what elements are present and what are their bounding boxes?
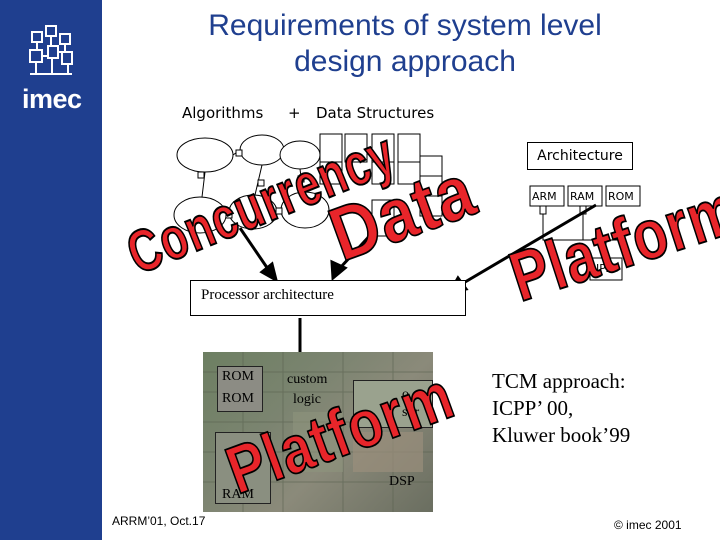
algorithms-label: Algorithms: [182, 104, 264, 122]
arch-block-ram: RAM: [570, 190, 595, 203]
arch-block-ip2: IP₂: [596, 262, 611, 275]
sidebar: imec: [0, 0, 102, 540]
processor-architecture-label: Processor architecture: [201, 287, 334, 303]
imec-logo-text: imec: [22, 84, 82, 114]
chip-die-image: ROM ROM custom logic o sor RAM DSP: [203, 352, 433, 512]
chip-rom-label-1: ROM: [222, 369, 254, 384]
chip-ram-block: RAM: [215, 432, 271, 504]
chip-logic-label: logic: [293, 392, 321, 407]
chip-custom-logic-block: custom logic: [275, 364, 345, 414]
chip-dsp-block: DSP: [383, 472, 429, 496]
chip-rom-block: ROM ROM: [217, 366, 263, 412]
data-structure-boxes: [319, 133, 443, 237]
architecture-box: Architecture: [527, 142, 633, 170]
processor-architecture-box: Processor architecture: [190, 280, 466, 316]
chip-rom-label-2: ROM: [222, 391, 254, 406]
tcm-line-2: ICPP’ 00,: [492, 396, 574, 420]
title-line-2: design approach: [294, 45, 516, 78]
architecture-blocks: [529, 185, 641, 281]
footer-left-text: ARRM’01, Oct.17: [112, 514, 206, 528]
plus-sign: +: [288, 104, 301, 122]
chip-ram-label: RAM: [222, 487, 254, 502]
slide-title: Requirements of system level design appr…: [150, 8, 660, 80]
data-structures-label: Data Structures: [316, 104, 435, 122]
tcm-line-1: TCM approach:: [492, 369, 626, 393]
arch-block-arm: ARM: [532, 190, 557, 203]
tcm-line-3: Kluwer book’99: [492, 423, 631, 447]
imec-logo-icon: [29, 25, 73, 75]
tcm-reference-text: TCM approach: ICPP’ 00, Kluwer book’99: [492, 368, 630, 449]
chip-processor-label-2: sor: [402, 405, 420, 420]
arch-block-rom: ROM: [608, 190, 634, 203]
title-line-1: Requirements of system level: [208, 9, 602, 42]
chip-processor-label-1: o: [402, 387, 409, 402]
footer-copyright: © imec 2001: [614, 518, 682, 532]
chip-dsp-label: DSP: [389, 474, 415, 489]
chip-texture: [203, 352, 433, 512]
chip-custom-label: custom: [287, 372, 328, 387]
algorithm-graph: [173, 134, 330, 234]
chip-processor-block: o sor: [353, 380, 433, 428]
